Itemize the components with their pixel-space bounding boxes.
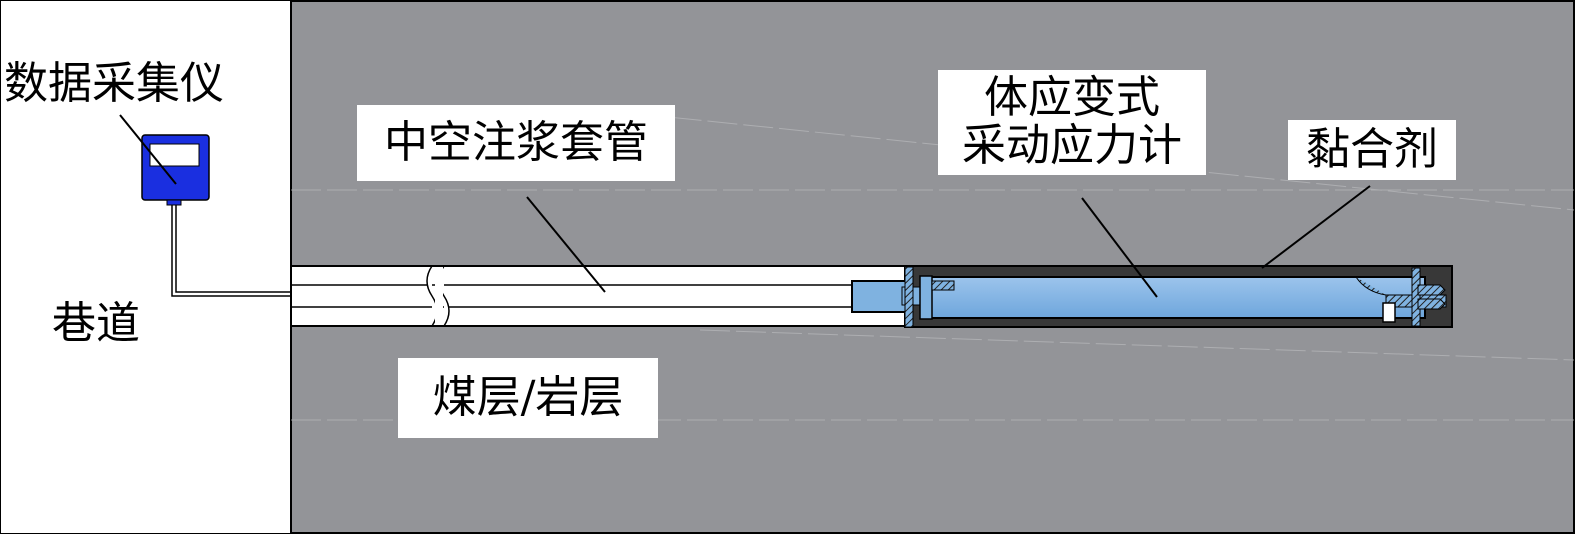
leader-line-grout-pipe — [526, 196, 606, 293]
meter-rear-port — [1382, 302, 1396, 323]
leader-line-stress-meter — [1081, 197, 1158, 298]
rear-seal-plate — [1411, 267, 1421, 327]
meter-front-fitting — [931, 280, 955, 291]
leader-line-adhesive — [1261, 185, 1371, 269]
meter-front-flange — [919, 275, 933, 320]
pipe-break-gap — [435, 267, 443, 325]
stress-meter-body — [929, 276, 1426, 319]
data-logger-device — [141, 134, 210, 206]
data-logger-screen — [149, 143, 200, 167]
label-roadway: 巷道 — [52, 298, 140, 349]
connector — [851, 280, 909, 313]
signal-cable — [171, 205, 291, 297]
label-stress-meter-line2: 采动应力计 — [962, 120, 1182, 172]
data-logger-port — [166, 199, 182, 206]
label-strata: 煤层/岩层 — [398, 358, 658, 439]
leader-lines — [119, 114, 1371, 298]
label-stress-meter-line1: 体应变式 — [984, 72, 1160, 123]
leader-line-data-logger — [119, 114, 177, 185]
label-grout-pipe: 中空注浆套管 — [357, 105, 675, 182]
rear-nozzle — [1417, 284, 1446, 310]
label-stress-meter: 体应变式 采动应力计 — [938, 70, 1206, 175]
label-adhesive: 黏合剂 — [1288, 120, 1456, 181]
label-data-logger: 数据采集仪 — [4, 58, 224, 109]
grout-pipe — [290, 265, 912, 327]
front-seal-plate — [904, 266, 914, 328]
